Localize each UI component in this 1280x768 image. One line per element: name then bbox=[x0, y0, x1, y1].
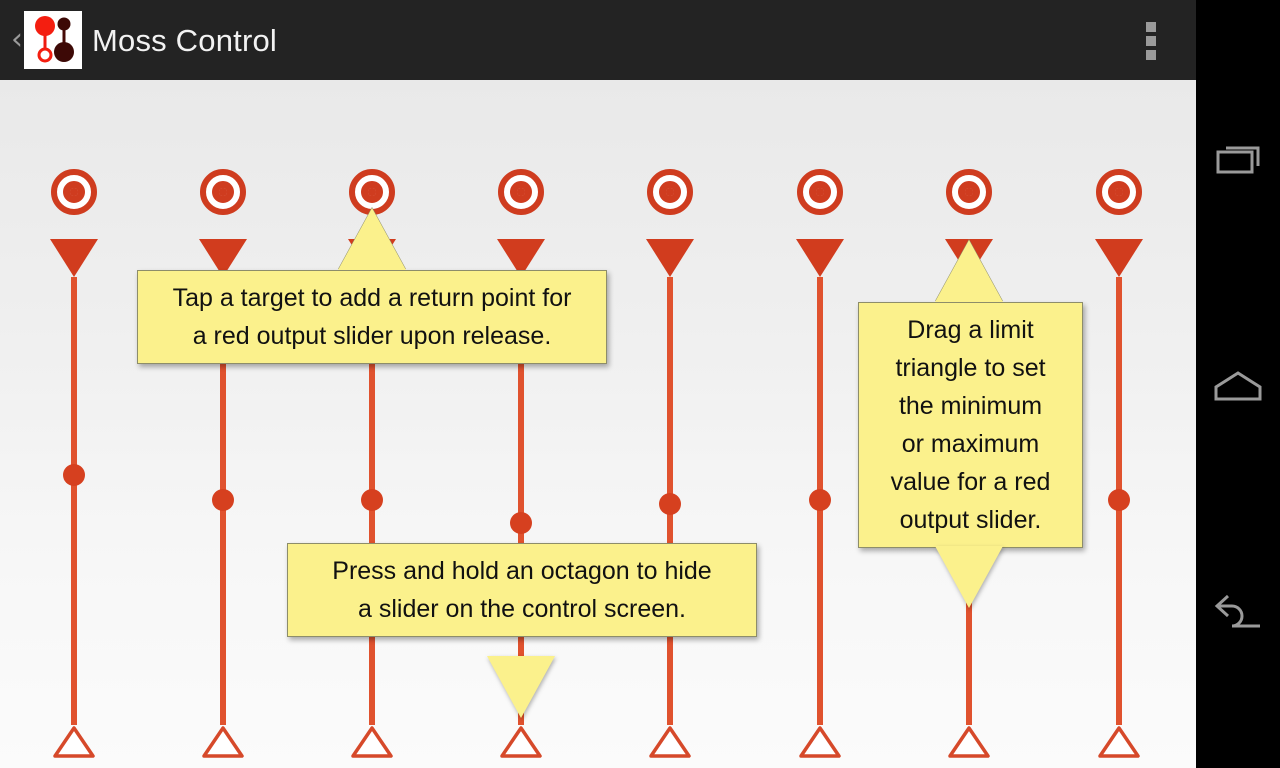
slider-track[interactable] bbox=[518, 277, 524, 725]
target-center-dot bbox=[816, 188, 824, 196]
tooltip-line: Tap a target to add a return point for bbox=[172, 284, 572, 312]
target-center-dot bbox=[219, 188, 227, 196]
overflow-dot bbox=[1146, 22, 1156, 32]
page-title: Moss Control bbox=[92, 23, 278, 58]
android-nav-bar bbox=[1196, 0, 1280, 768]
min-limit-triangle[interactable] bbox=[499, 725, 543, 759]
min-limit-triangle[interactable] bbox=[1097, 725, 1141, 759]
tooltip-octagon: Press and hold an octagon to hide a slide… bbox=[287, 543, 757, 637]
nav-home-button[interactable] bbox=[1196, 345, 1280, 429]
app-window: ‹ Moss Control 123 bbox=[0, 0, 1196, 768]
tooltip-line: output slider. bbox=[899, 506, 1042, 534]
target-icon[interactable] bbox=[647, 169, 693, 215]
slider-knob[interactable] bbox=[361, 489, 383, 511]
target-inner-ring bbox=[361, 181, 383, 203]
tooltip-line: or maximum bbox=[901, 430, 1040, 458]
app-icon[interactable] bbox=[24, 11, 82, 69]
tooltip-pointer-up bbox=[338, 208, 406, 270]
max-limit-triangle[interactable] bbox=[1095, 239, 1143, 277]
nav-back-button[interactable] bbox=[1196, 570, 1280, 654]
target-icon[interactable] bbox=[51, 169, 97, 215]
target-center-dot bbox=[965, 188, 973, 196]
target-icon[interactable] bbox=[797, 169, 843, 215]
target-center-dot bbox=[368, 188, 376, 196]
tooltip-line: value for a red bbox=[890, 468, 1051, 496]
slider-knob[interactable] bbox=[1108, 489, 1130, 511]
min-limit-triangle[interactable] bbox=[350, 725, 394, 759]
back-chevron-icon[interactable]: ‹ bbox=[11, 22, 23, 57]
min-limit-triangle[interactable] bbox=[648, 725, 692, 759]
action-bar: ‹ Moss Control bbox=[0, 0, 1196, 81]
target-center-dot bbox=[1115, 188, 1123, 196]
slider-track[interactable] bbox=[71, 277, 77, 725]
target-inner-ring bbox=[63, 181, 85, 203]
target-center-dot bbox=[666, 188, 674, 196]
max-limit-triangle[interactable] bbox=[646, 239, 694, 277]
max-limit-triangle[interactable] bbox=[796, 239, 844, 277]
min-limit-triangle[interactable] bbox=[798, 725, 842, 759]
target-inner-ring bbox=[809, 181, 831, 203]
min-limit-triangle[interactable] bbox=[52, 725, 96, 759]
tooltip-line: Press and hold an octagon to hide bbox=[332, 557, 712, 585]
target-icon[interactable] bbox=[498, 169, 544, 215]
min-limit-triangle[interactable] bbox=[947, 725, 991, 759]
overflow-menu-icon[interactable] bbox=[1144, 22, 1158, 60]
max-limit-triangle[interactable] bbox=[50, 239, 98, 277]
slider-knob[interactable] bbox=[510, 512, 532, 534]
target-inner-ring bbox=[958, 181, 980, 203]
slider-knob[interactable] bbox=[63, 464, 85, 486]
tooltip-pointer-down bbox=[935, 546, 1003, 608]
tooltip-limit: Drag a limit triangle to set the minimum or… bbox=[858, 302, 1083, 548]
tooltip-line: Drag a limit bbox=[907, 316, 1034, 344]
target-inner-ring bbox=[212, 181, 234, 203]
target-inner-ring bbox=[659, 181, 681, 203]
target-icon[interactable] bbox=[1096, 169, 1142, 215]
overflow-dot bbox=[1146, 50, 1156, 60]
tooltip-line: the minimum bbox=[898, 392, 1043, 420]
tooltip-line: a red output slider upon release. bbox=[192, 322, 552, 350]
target-center-dot bbox=[70, 188, 78, 196]
slider-canvas: 12345678Tap a target to add a return poi… bbox=[0, 80, 1196, 768]
slider-knob[interactable] bbox=[212, 489, 234, 511]
slider-knob[interactable] bbox=[659, 493, 681, 515]
target-icon[interactable] bbox=[946, 169, 992, 215]
nav-recents-button[interactable] bbox=[1196, 120, 1280, 204]
target-center-dot bbox=[517, 188, 525, 196]
overflow-dot bbox=[1146, 36, 1156, 46]
slider-knob[interactable] bbox=[809, 489, 831, 511]
target-inner-ring bbox=[510, 181, 532, 203]
target-inner-ring bbox=[1108, 181, 1130, 203]
tooltip-line: a slider on the control screen. bbox=[358, 595, 686, 623]
tooltip-target: Tap a target to add a return point for a … bbox=[137, 270, 607, 364]
tooltip-line: triangle to set bbox=[895, 354, 1046, 382]
tooltip-pointer-up bbox=[935, 240, 1003, 302]
min-limit-triangle[interactable] bbox=[201, 725, 245, 759]
tooltip-pointer-down bbox=[487, 656, 555, 718]
target-icon[interactable] bbox=[200, 169, 246, 215]
